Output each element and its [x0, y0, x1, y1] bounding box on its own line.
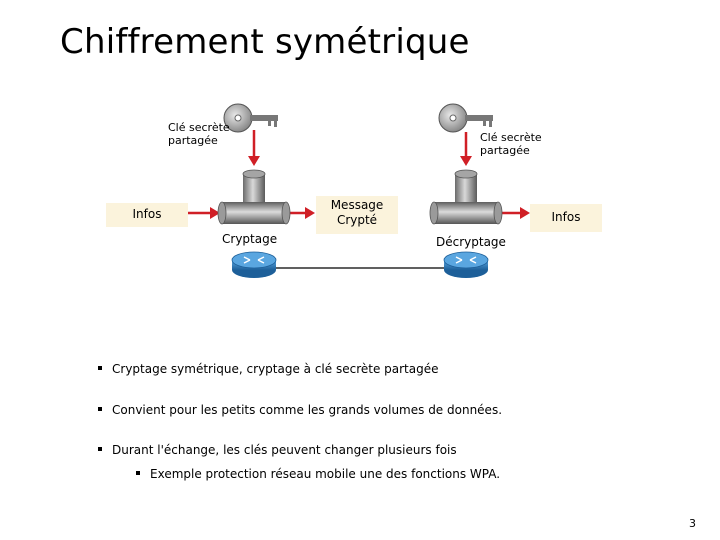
key-icon: [223, 103, 278, 133]
message-box: Message Crypté: [316, 196, 398, 234]
infos-box-right: Infos: [530, 204, 602, 232]
encrypt-pipe-icon: [217, 169, 291, 225]
bullet-item: Convient pour les petits comme les grand…: [98, 403, 502, 417]
bullet-icon: [98, 365, 102, 370]
key-arrow-left: [248, 130, 260, 166]
key-icon: [438, 103, 493, 133]
key-arrow-right: [460, 132, 472, 166]
page-number: 3: [689, 517, 696, 530]
slide-title: Chiffrement symétrique: [60, 22, 470, 62]
shared-key-label-right: Clé secrète partagée: [480, 131, 542, 157]
router-icon: [443, 251, 489, 278]
router-icon: [231, 251, 277, 278]
infos-to-cipher-arrow: [188, 207, 220, 219]
decrypt-label: Décryptage: [436, 235, 506, 249]
bullet-icon: [98, 446, 102, 451]
bullet-icon: [136, 470, 140, 475]
sub-bullet-item: Exemple protection réseau mobile une des…: [136, 467, 500, 481]
encryption-diagram: [188, 103, 530, 278]
bullet-item: Cryptage symétrique, cryptage à clé secr…: [98, 362, 439, 376]
decrypt-pipe-icon: [429, 169, 503, 225]
decipher-to-infos-arrow: [498, 207, 530, 219]
bullet-icon: [98, 406, 102, 411]
shared-key-label-left: Clé secrète partagée: [168, 121, 230, 147]
infos-box-left: Infos: [106, 203, 188, 227]
encrypt-label: Cryptage: [222, 232, 278, 246]
bullet-item: Durant l'échange, les clés peuvent chang…: [98, 443, 457, 457]
